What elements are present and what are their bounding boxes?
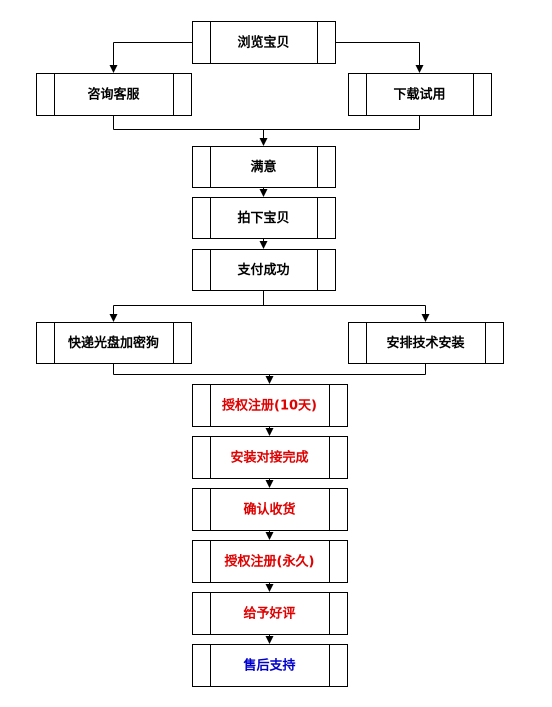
node-box [192,488,348,531]
node-box [192,540,348,583]
node-label: 拍下宝贝 [237,210,289,226]
node-box [192,592,348,635]
node-install: 安排技术安装 [348,322,504,364]
node-trial: 下载试用 [348,73,492,116]
node-ship-dongle: 快递光盘加密狗 [36,322,192,364]
node-box [36,73,192,116]
node-box [36,322,192,364]
node-box [348,73,492,116]
node-label: 满意 [250,159,276,175]
node-label: 快递光盘加密狗 [68,335,159,351]
node-label: 浏览宝贝 [237,35,289,51]
connectors [109,42,430,644]
node-reg-forever: 授权注册(永久) [192,540,348,583]
node-satisfied: 满意 [192,146,336,188]
node-label: 支付成功 [236,262,289,278]
node-label: 售后支持 [243,658,295,674]
node-support: 售后支持 [192,644,348,687]
node-label: 安装对接完成 [230,450,308,466]
node-box [192,197,336,239]
node-order: 拍下宝贝 [192,197,336,239]
node-box [192,384,348,427]
node-paid: 支付成功 [192,249,336,291]
node-label: 授权注册(永久) [225,554,315,570]
node-label: 下载试用 [393,87,445,103]
node-label: 授权注册(10天) [222,398,317,414]
node-label: 安排技术安装 [386,335,464,351]
node-box [192,21,336,64]
node-box [348,322,504,364]
node-box [192,644,348,687]
node-install-done: 安装对接完成 [192,436,348,479]
node-consult: 咨询客服 [36,73,192,116]
node-reg-10: 授权注册(10天) [192,384,348,427]
node-box [192,249,336,291]
node-box [192,146,336,188]
node-label: 确认收货 [243,502,295,518]
node-label: 咨询客服 [87,87,140,103]
node-label: 给予好评 [243,606,295,622]
node-review: 给予好评 [192,592,348,635]
node-confirm: 确认收货 [192,488,348,531]
node-box [192,436,348,479]
node-browse: 浏览宝贝 [192,21,336,64]
